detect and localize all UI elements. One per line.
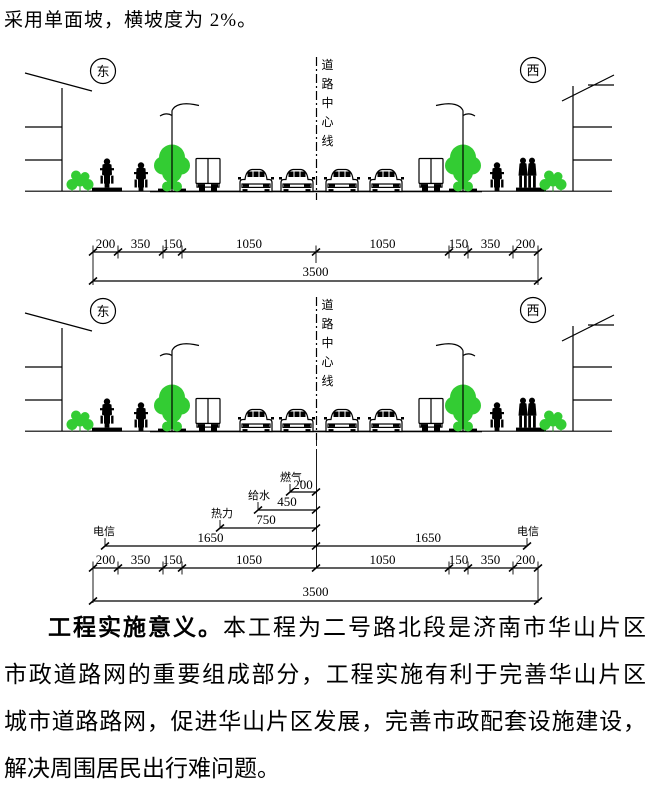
dim-label: 200 (96, 552, 116, 567)
body-paragraph: 工程实施意义。本工程为二号路北段是济南市华山片区 市政道路网的重要组成部分，工程… (0, 604, 650, 789)
dim-label: 200 (516, 552, 536, 567)
dim-label: 1050 (236, 552, 262, 567)
utility-name-water: 给水 (248, 489, 270, 502)
dim-label: 350 (131, 552, 151, 567)
dim-label: 350 (481, 552, 501, 567)
dim-label: 150 (449, 552, 469, 567)
paragraph-line-3: 城市道路路网，促进华山片区发展，完善市政配套设施建设， (4, 709, 646, 734)
dimension-block-1: 200 350 150 1050 1050 150 350 200 3500 (88, 236, 543, 286)
utility-name-telecom-right: 电信 (517, 525, 539, 538)
dim-label: 200 (516, 236, 536, 251)
dim-label: 1050 (370, 236, 396, 251)
utility-dist-water: 450 (277, 494, 297, 509)
cross-section-scene-1 (25, 57, 614, 200)
utility-name-telecom-left: 电信 (93, 525, 115, 538)
utility-dist-telecom-right: 1650 (415, 530, 441, 545)
cross-section-scene-2 (25, 297, 614, 440)
utility-name-gas: 燃气 (280, 470, 302, 484)
dim-label: 150 (163, 552, 183, 567)
utility-dist-gas: 200 (293, 477, 313, 492)
total-width-label: 3500 (303, 264, 329, 279)
paragraph-lead-bold: 工程实施意义。 (48, 615, 223, 640)
dim-label: 350 (481, 236, 501, 251)
paragraph-line-2: 市政道路网的重要组成部分，工程实施有利于完善华山片区 (4, 662, 646, 687)
utility-name-heat: 热力 (211, 507, 233, 520)
utility-dist-heat: 750 (256, 512, 276, 527)
paragraph-line-1-text: 本工程为二号路北段是济南市华山片区 (223, 615, 646, 640)
utility-dist-telecom-left: 1650 (198, 530, 224, 545)
dim-label: 1050 (370, 552, 396, 567)
cross-section-drawing: 东 西 道 路 中 心 线 (0, 45, 650, 606)
dim-label: 350 (131, 236, 151, 251)
total-width-label: 3500 (303, 584, 329, 599)
paragraph-line-1: 工程实施意义。本工程为二号路北段是济南市华山片区 (4, 604, 646, 651)
dim-label: 150 (163, 236, 183, 251)
top-paragraph: 采用单面坡，横坡度为 2%。 (4, 10, 258, 31)
dim-label: 1050 (236, 236, 262, 251)
paragraph-line-4: 解决周围居民出行难问题。 (4, 756, 280, 781)
dimension-block-2: 燃气 200 给水 450 热力 750 电信 1650 电信 16 (88, 440, 543, 606)
dim-label: 150 (449, 236, 469, 251)
dim-label: 200 (96, 236, 116, 251)
